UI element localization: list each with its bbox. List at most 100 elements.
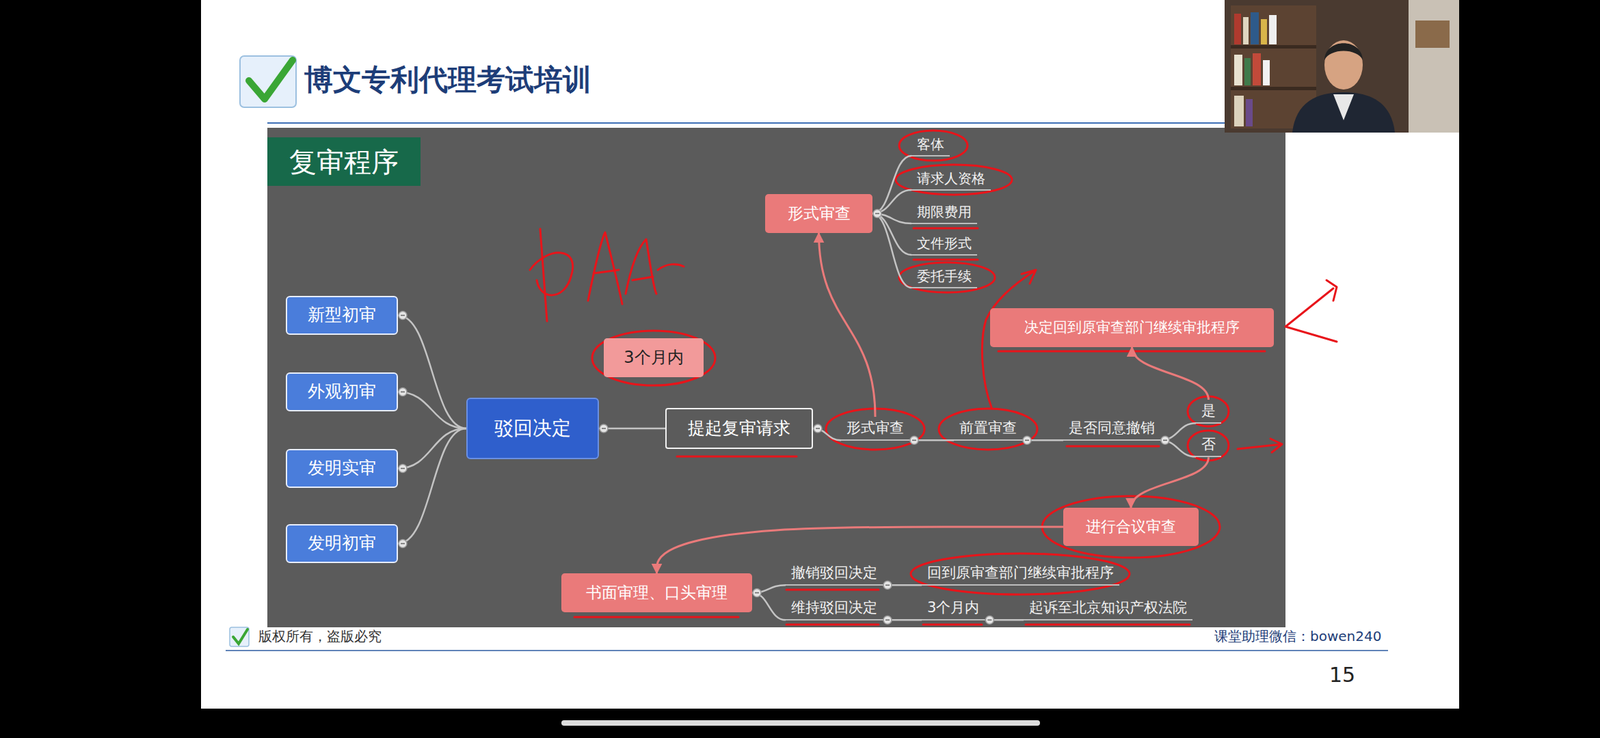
branch-line bbox=[397, 315, 467, 430]
footer bbox=[225, 627, 1389, 651]
collapse-dot-circle bbox=[1022, 436, 1032, 445]
wall bbox=[1408, 0, 1460, 133]
node-text: 3个月内 bbox=[623, 347, 684, 369]
book bbox=[1269, 15, 1277, 45]
collapse-dot-circle bbox=[599, 424, 608, 433]
ink-underline bbox=[923, 624, 982, 627]
node-text: 形式审查 bbox=[787, 203, 851, 225]
node-text: 提起复审请求 bbox=[687, 417, 791, 441]
answer-topic: 否 bbox=[1195, 433, 1222, 458]
ink-underline bbox=[1025, 624, 1190, 627]
ink-arrow bbox=[1237, 438, 1283, 453]
webcam-frame bbox=[1224, 0, 1460, 133]
ink-circle bbox=[895, 164, 1012, 195]
shelf-box bbox=[1415, 20, 1450, 48]
flow-arrow bbox=[1130, 457, 1209, 509]
person-suit bbox=[1292, 92, 1395, 133]
logo-box bbox=[240, 56, 297, 108]
node-text: 维持驳回决定 bbox=[791, 598, 878, 618]
branch-line bbox=[872, 155, 912, 215]
collapse-dot-circle bbox=[883, 616, 892, 625]
book bbox=[1234, 54, 1243, 86]
collapse-dot bbox=[398, 388, 407, 397]
leaf-topic: 客体 bbox=[911, 133, 950, 157]
outcome-topic: 起诉至北京知识产权法院 bbox=[1023, 596, 1193, 621]
outcome-box: 决定回到原审查部门继续审批程序 bbox=[990, 308, 1274, 348]
leaf-topic: 委托手续 bbox=[911, 265, 978, 289]
webcam-video bbox=[1224, 0, 1460, 133]
node-text: 请求人资格 bbox=[916, 169, 986, 188]
node-text: 外观初审 bbox=[307, 380, 377, 404]
diagram-panel bbox=[267, 127, 1286, 628]
collapse-dot-minus bbox=[400, 315, 405, 317]
collapse-dot bbox=[910, 436, 919, 445]
collapse-dot-minus bbox=[601, 428, 606, 430]
title-tab: 复审程序 bbox=[267, 137, 421, 186]
collapse-dot bbox=[398, 540, 407, 549]
collapse-dot bbox=[883, 581, 892, 590]
collapse-dot-minus bbox=[885, 620, 890, 622]
node-text: 文件形式 bbox=[916, 234, 972, 253]
process-box: 形式审查 bbox=[765, 194, 873, 234]
logo-icon bbox=[240, 56, 297, 108]
collapse-dot-circle bbox=[398, 311, 407, 320]
source-box: 发明实审 bbox=[285, 449, 398, 489]
node-text: 是 bbox=[1201, 402, 1216, 421]
collapse-dot-circle bbox=[883, 581, 892, 590]
collapse-dot-minus bbox=[754, 592, 759, 595]
collapse-dot-circle bbox=[752, 589, 762, 598]
book bbox=[1262, 60, 1270, 86]
node-text: 起诉至北京知识产权法院 bbox=[1029, 598, 1188, 618]
node-text: 驳回决定 bbox=[494, 416, 571, 442]
node-text: 期限费用 bbox=[916, 203, 972, 221]
book bbox=[1245, 99, 1253, 127]
ink-circle bbox=[938, 408, 1038, 450]
collapse-dot bbox=[985, 616, 994, 625]
process-box: 进行合议审查 bbox=[1063, 508, 1199, 547]
collapse-dot bbox=[752, 589, 762, 598]
person-hair bbox=[1324, 43, 1363, 61]
step-topic: 前置审查 bbox=[953, 417, 1023, 442]
book bbox=[1244, 58, 1251, 86]
branch-line bbox=[397, 392, 467, 430]
node-text: 客体 bbox=[916, 135, 945, 154]
ink-underline bbox=[574, 616, 739, 619]
decision-topic: 是否同意撤销 bbox=[1063, 417, 1161, 442]
collapse-dot-minus bbox=[987, 620, 992, 622]
collapse-dot-circle bbox=[873, 209, 882, 219]
collapse-dot-circle bbox=[398, 540, 407, 549]
brand-heading: 博文专利代理考试培训 bbox=[304, 62, 592, 98]
book bbox=[1234, 95, 1244, 127]
collapse-dot-circle bbox=[1161, 436, 1170, 445]
node-text: 是否同意撤销 bbox=[1068, 419, 1155, 438]
node-text: 形式审查 bbox=[846, 419, 904, 438]
ink-circle bbox=[592, 330, 716, 386]
shelf bbox=[1230, 86, 1317, 91]
book bbox=[1250, 12, 1259, 45]
collapse-dot bbox=[1161, 436, 1170, 445]
branch-line bbox=[872, 214, 912, 289]
shelf bbox=[1230, 45, 1317, 49]
outcome-topic: 撤销驳回决定 bbox=[785, 562, 883, 586]
ink-underline bbox=[913, 259, 978, 262]
ink-circle bbox=[1187, 396, 1229, 427]
collapse-dot-minus bbox=[912, 440, 917, 442]
person-shirt bbox=[1333, 94, 1354, 121]
node-text: 发明实审 bbox=[307, 457, 377, 480]
slide-title: 复审程序 bbox=[289, 144, 399, 180]
collapse-dot bbox=[599, 424, 608, 433]
branch-line bbox=[397, 428, 467, 545]
node-text: 否 bbox=[1201, 435, 1216, 455]
collapse-dot-circle bbox=[813, 424, 822, 433]
ink-underline bbox=[786, 589, 879, 592]
logo-check bbox=[248, 60, 293, 100]
node-text: 发明初审 bbox=[307, 532, 377, 556]
contact-note: 课堂助理微信：bowen240 bbox=[1214, 628, 1382, 645]
ink-underline bbox=[913, 227, 978, 230]
ink-underline bbox=[786, 624, 879, 627]
flow-arrow bbox=[1132, 347, 1209, 400]
ink-underline bbox=[1066, 445, 1159, 448]
deadline-topic: 3个月内 bbox=[921, 596, 985, 621]
